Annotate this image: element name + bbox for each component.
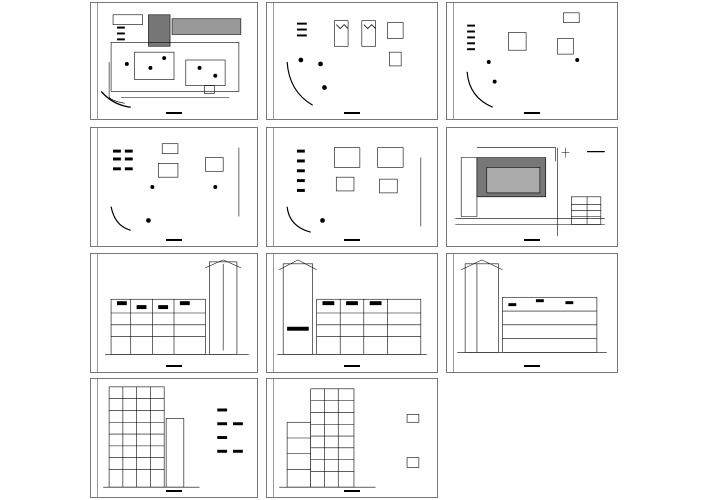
scale-bar [166, 490, 182, 492]
scale-bar [166, 239, 182, 241]
drawing-sheet-3[interactable] [446, 2, 618, 120]
title-block-strip [91, 3, 98, 119]
title-block-strip [447, 3, 454, 119]
site-plan-drawing [455, 147, 605, 237]
title-block-strip [91, 254, 98, 372]
scale-bar [344, 365, 360, 367]
title-block-strip [91, 128, 98, 246]
floor-plan-details-drawing [286, 147, 422, 233]
scale-bar [524, 239, 540, 241]
section-drawing [457, 259, 607, 353]
tall-elevation-drawing [103, 386, 243, 488]
scale-bar [524, 112, 540, 114]
drawing-sheet-6[interactable] [446, 127, 618, 247]
drawing-sheet-4[interactable] [90, 127, 258, 247]
title-block-strip [447, 254, 454, 372]
floor-plan-details-drawing [466, 12, 580, 108]
scale-bar [344, 112, 360, 114]
floor-plan-details-drawing [110, 143, 240, 231]
site-floor-plan-drawing [100, 14, 242, 108]
drawing-sheet-2[interactable] [266, 2, 438, 120]
drawing-sheet-8[interactable] [266, 253, 438, 373]
tall-elevation-drawing [279, 388, 420, 488]
scale-bar [166, 112, 182, 114]
drawing-sheet-11[interactable] [266, 378, 438, 498]
scale-bar [344, 239, 360, 241]
title-block-strip [267, 128, 274, 246]
drawing-sheet-9[interactable] [446, 253, 618, 373]
scale-bar [344, 490, 360, 492]
title-block-strip [91, 379, 98, 497]
title-block-strip [267, 379, 274, 497]
elevation-drawing [105, 259, 249, 355]
drawing-sheet-1[interactable] [90, 2, 258, 120]
scale-bar [166, 365, 182, 367]
title-block-strip [267, 3, 274, 119]
drawing-sheet-5[interactable] [266, 127, 438, 247]
scale-bar [524, 365, 540, 367]
title-block-strip [267, 254, 274, 372]
floor-plan-details-drawing [286, 20, 404, 106]
drawing-sheet-7[interactable] [90, 253, 258, 373]
drawing-sheet-10[interactable] [90, 378, 258, 498]
elevation-drawing [277, 259, 427, 355]
